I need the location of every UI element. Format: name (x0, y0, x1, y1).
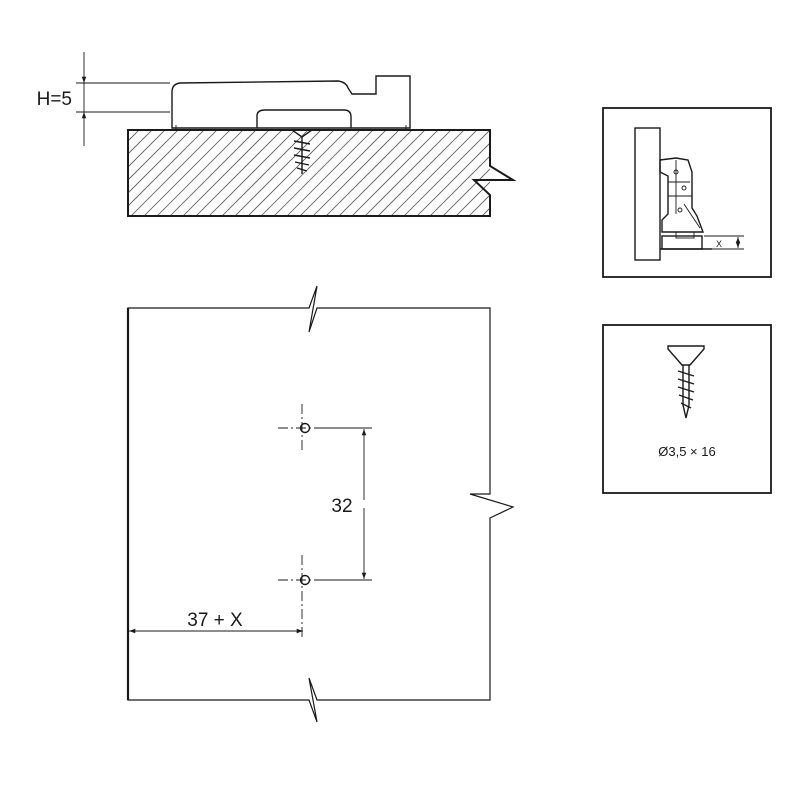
hatch-line (508, 126, 598, 216)
screw-size-label: Ø3,5 × 16 (658, 444, 715, 459)
inset-hinge-panel: X (602, 107, 772, 278)
mounting-screw-icon (289, 129, 315, 174)
hatch-line (547, 126, 637, 216)
panel-front-view (126, 285, 515, 723)
hatch-line (128, 130, 192, 194)
hatch-line (364, 130, 452, 216)
drill-hole-lower (278, 555, 326, 640)
hatch-line (560, 126, 650, 216)
hatch-line (468, 194, 490, 216)
hatch-line (429, 155, 490, 216)
hatch-line (128, 130, 166, 168)
inset-screw-panel: Ø3,5 × 16 (602, 324, 772, 494)
hatch-line (128, 130, 205, 207)
hatch-line (40, 126, 130, 216)
hatch-line (234, 130, 322, 216)
hatch-line (521, 126, 611, 216)
hatch-line (299, 130, 387, 216)
hatch-line (495, 126, 585, 216)
spacing-label: 32 (331, 496, 352, 517)
hatch-line (377, 130, 465, 216)
hatch-line (442, 168, 490, 216)
hatch-line (351, 130, 439, 216)
panel-outline (127, 285, 515, 723)
hatch-line (325, 130, 413, 216)
hatch-line (195, 130, 283, 216)
height-label: H=5 (37, 89, 72, 110)
height-dimension: H=5 (37, 52, 170, 146)
hatch-line (247, 130, 335, 216)
hatch-line (403, 130, 490, 216)
hatch-line (128, 130, 179, 181)
hatch-line (286, 130, 374, 216)
offset-label: 37 + X (187, 610, 243, 631)
hatch-line (130, 130, 218, 216)
hatch-line (169, 130, 257, 216)
hinge-icon (659, 157, 705, 233)
hatch-line (390, 130, 478, 216)
hatch-line (156, 130, 244, 216)
countersunk-screw-icon (667, 345, 705, 419)
hatch-line (128, 130, 153, 155)
hatch-line (599, 126, 689, 216)
hatch-line (273, 130, 361, 216)
inset-x-label: X (716, 239, 722, 249)
hatch-line (312, 130, 400, 216)
hatch-line (481, 207, 490, 216)
mounting-plate (171, 75, 411, 130)
hatch-line (573, 126, 663, 216)
hatch-line (586, 126, 676, 216)
hatch-line (338, 130, 426, 216)
hatch-line (612, 126, 702, 216)
hatch-line (455, 181, 490, 216)
hatch-line (221, 130, 309, 216)
hatch-line (182, 130, 270, 216)
hatch-line (416, 142, 490, 216)
hatch-line (128, 130, 140, 142)
board-outline (127, 129, 517, 217)
hatch-line (534, 126, 624, 216)
hatch-line (208, 130, 296, 216)
spacing-dimension: 32 (318, 427, 372, 581)
offset-dimension: 37 + X (129, 610, 303, 634)
hatch-line (143, 130, 231, 216)
